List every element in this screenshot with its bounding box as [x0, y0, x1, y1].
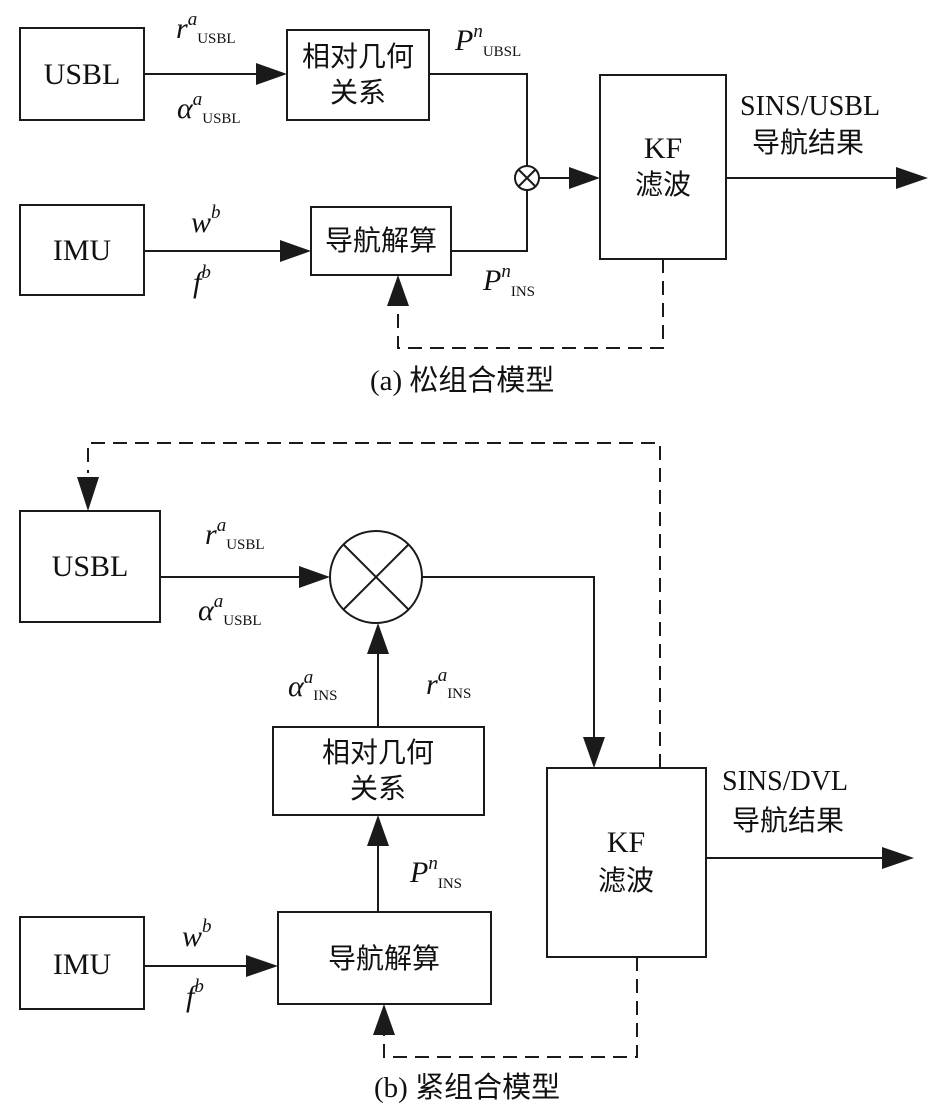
tight-alpha-ins-label: αaINS [288, 667, 337, 704]
tight-feedback-top-line [87, 442, 661, 768]
tight-nav-arrowhead [367, 815, 389, 846]
loose-output-label-1: SINS/USBL [740, 91, 880, 122]
tight-model: USBL 相对几何 关系 IMU 导航解算 KF 滤波 [19, 442, 914, 1104]
loose-w-b-label: wb [191, 202, 221, 239]
loose-p-ubsl-label: PnUBSL [454, 21, 521, 60]
tight-feedback-bottom-arrowhead [373, 1004, 395, 1035]
loose-r-usbl-label: raUSBL [176, 9, 236, 47]
tight-imu-arrowhead [246, 955, 278, 977]
loose-feedback-line [397, 259, 664, 349]
tight-imu-label: IMU [53, 948, 112, 981]
tight-r-ins-label: raINS [426, 665, 471, 702]
tight-usbl-block [19, 510, 161, 623]
loose-usbl-label: USBL [44, 58, 121, 91]
loose-geometry-to-sum-line [429, 73, 528, 166]
loose-imu-block [19, 204, 145, 296]
tight-kf-label-2: 滤波 [598, 864, 654, 897]
tight-f-b-label: fb [186, 976, 204, 1013]
tight-nav-label: 导航解算 [328, 942, 440, 975]
tight-geometry-block [272, 726, 485, 816]
loose-sum-arrowhead [569, 167, 600, 189]
loose-imu-arrowhead [280, 240, 311, 262]
loose-nav-to-sum-line [451, 190, 528, 252]
tight-nav-block [277, 911, 492, 1005]
loose-summing-junction-icon [514, 165, 540, 191]
loose-p-ins-label: PnINS [482, 261, 535, 300]
loose-feedback-arrowhead [387, 275, 409, 306]
loose-geometry-label-1: 相对几何 [302, 40, 414, 73]
tight-imu-block [19, 916, 145, 1010]
tight-output-label-1: SINS/DVL [722, 766, 848, 797]
loose-caption: (a) 松组合模型 [370, 364, 554, 397]
loose-nav-block [310, 206, 452, 276]
loose-output-arrowhead [896, 167, 928, 189]
loose-nav-label: 导航解算 [325, 224, 437, 257]
loose-kf-label-2: 滤波 [635, 168, 691, 201]
tight-summing-junction-icon [329, 530, 423, 624]
loose-kf-block [599, 74, 727, 260]
tight-alpha-usbl-label: αaUSBL [198, 591, 262, 629]
tight-geometry-label-1: 相对几何 [322, 736, 434, 769]
tight-sum-to-kf-line [422, 576, 595, 738]
loose-usbl-block [19, 27, 145, 121]
tight-feedback-bottom-line [383, 957, 638, 1058]
tight-usbl-label: USBL [52, 550, 129, 583]
tight-kf-block [546, 767, 707, 958]
tight-output-arrowhead [882, 847, 914, 869]
tight-feedback-top-arrowhead [77, 477, 99, 511]
loose-geometry-label-2: 关系 [330, 76, 386, 109]
loose-model: USBL 相对几何 关系 IMU 导航解算 KF 滤波 raUSBL [19, 9, 928, 397]
tight-geometry-arrowhead [367, 623, 389, 654]
tight-r-usbl-label: raUSBL [205, 515, 265, 553]
tight-kf-label-1: KF [607, 826, 645, 859]
loose-output-label-2: 导航结果 [752, 126, 864, 159]
loose-f-b-label: fb [193, 262, 211, 299]
tight-w-b-label: wb [182, 916, 212, 953]
tight-output-label-2: 导航结果 [732, 804, 844, 837]
loose-geometry-block [286, 29, 430, 121]
tight-sum-arrowhead [583, 737, 605, 768]
loose-alpha-usbl-label: αaUSBL [177, 89, 241, 127]
tight-usbl-arrowhead [299, 566, 330, 588]
tight-caption: (b) 紧组合模型 [374, 1071, 560, 1104]
tight-geometry-label-2: 关系 [350, 772, 406, 805]
loose-kf-label-1: KF [644, 132, 682, 165]
loose-usbl-arrowhead [256, 63, 287, 85]
tight-p-ins-label: PnINS [409, 853, 462, 892]
loose-imu-label: IMU [53, 234, 112, 267]
